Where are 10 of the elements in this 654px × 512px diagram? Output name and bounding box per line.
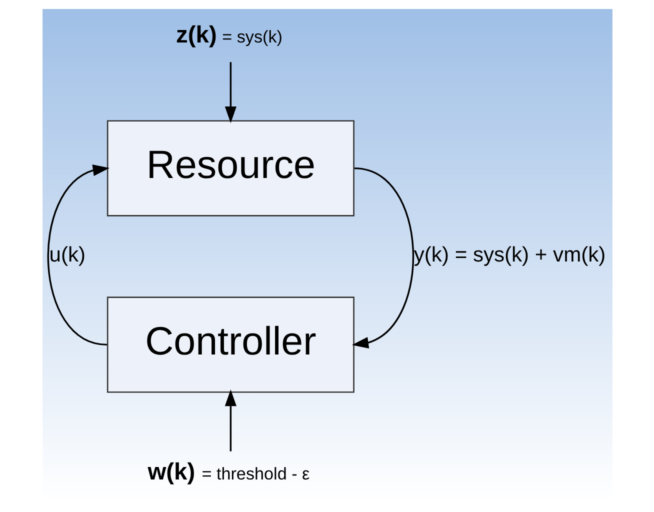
arrow [224,62,236,123]
node-box: Controller [106,296,354,392]
edge-label: u(k) [48,243,86,266]
node-box: Resource [106,120,354,216]
arrow [47,164,109,346]
arrow [351,166,414,348]
node-text: z(k) = sys(k) [176,22,282,48]
edge-label: y(k) = sys(k) + vm(k) [413,243,606,266]
arrow [224,389,236,451]
node-text: w(k) = threshold - ε [147,459,310,486]
